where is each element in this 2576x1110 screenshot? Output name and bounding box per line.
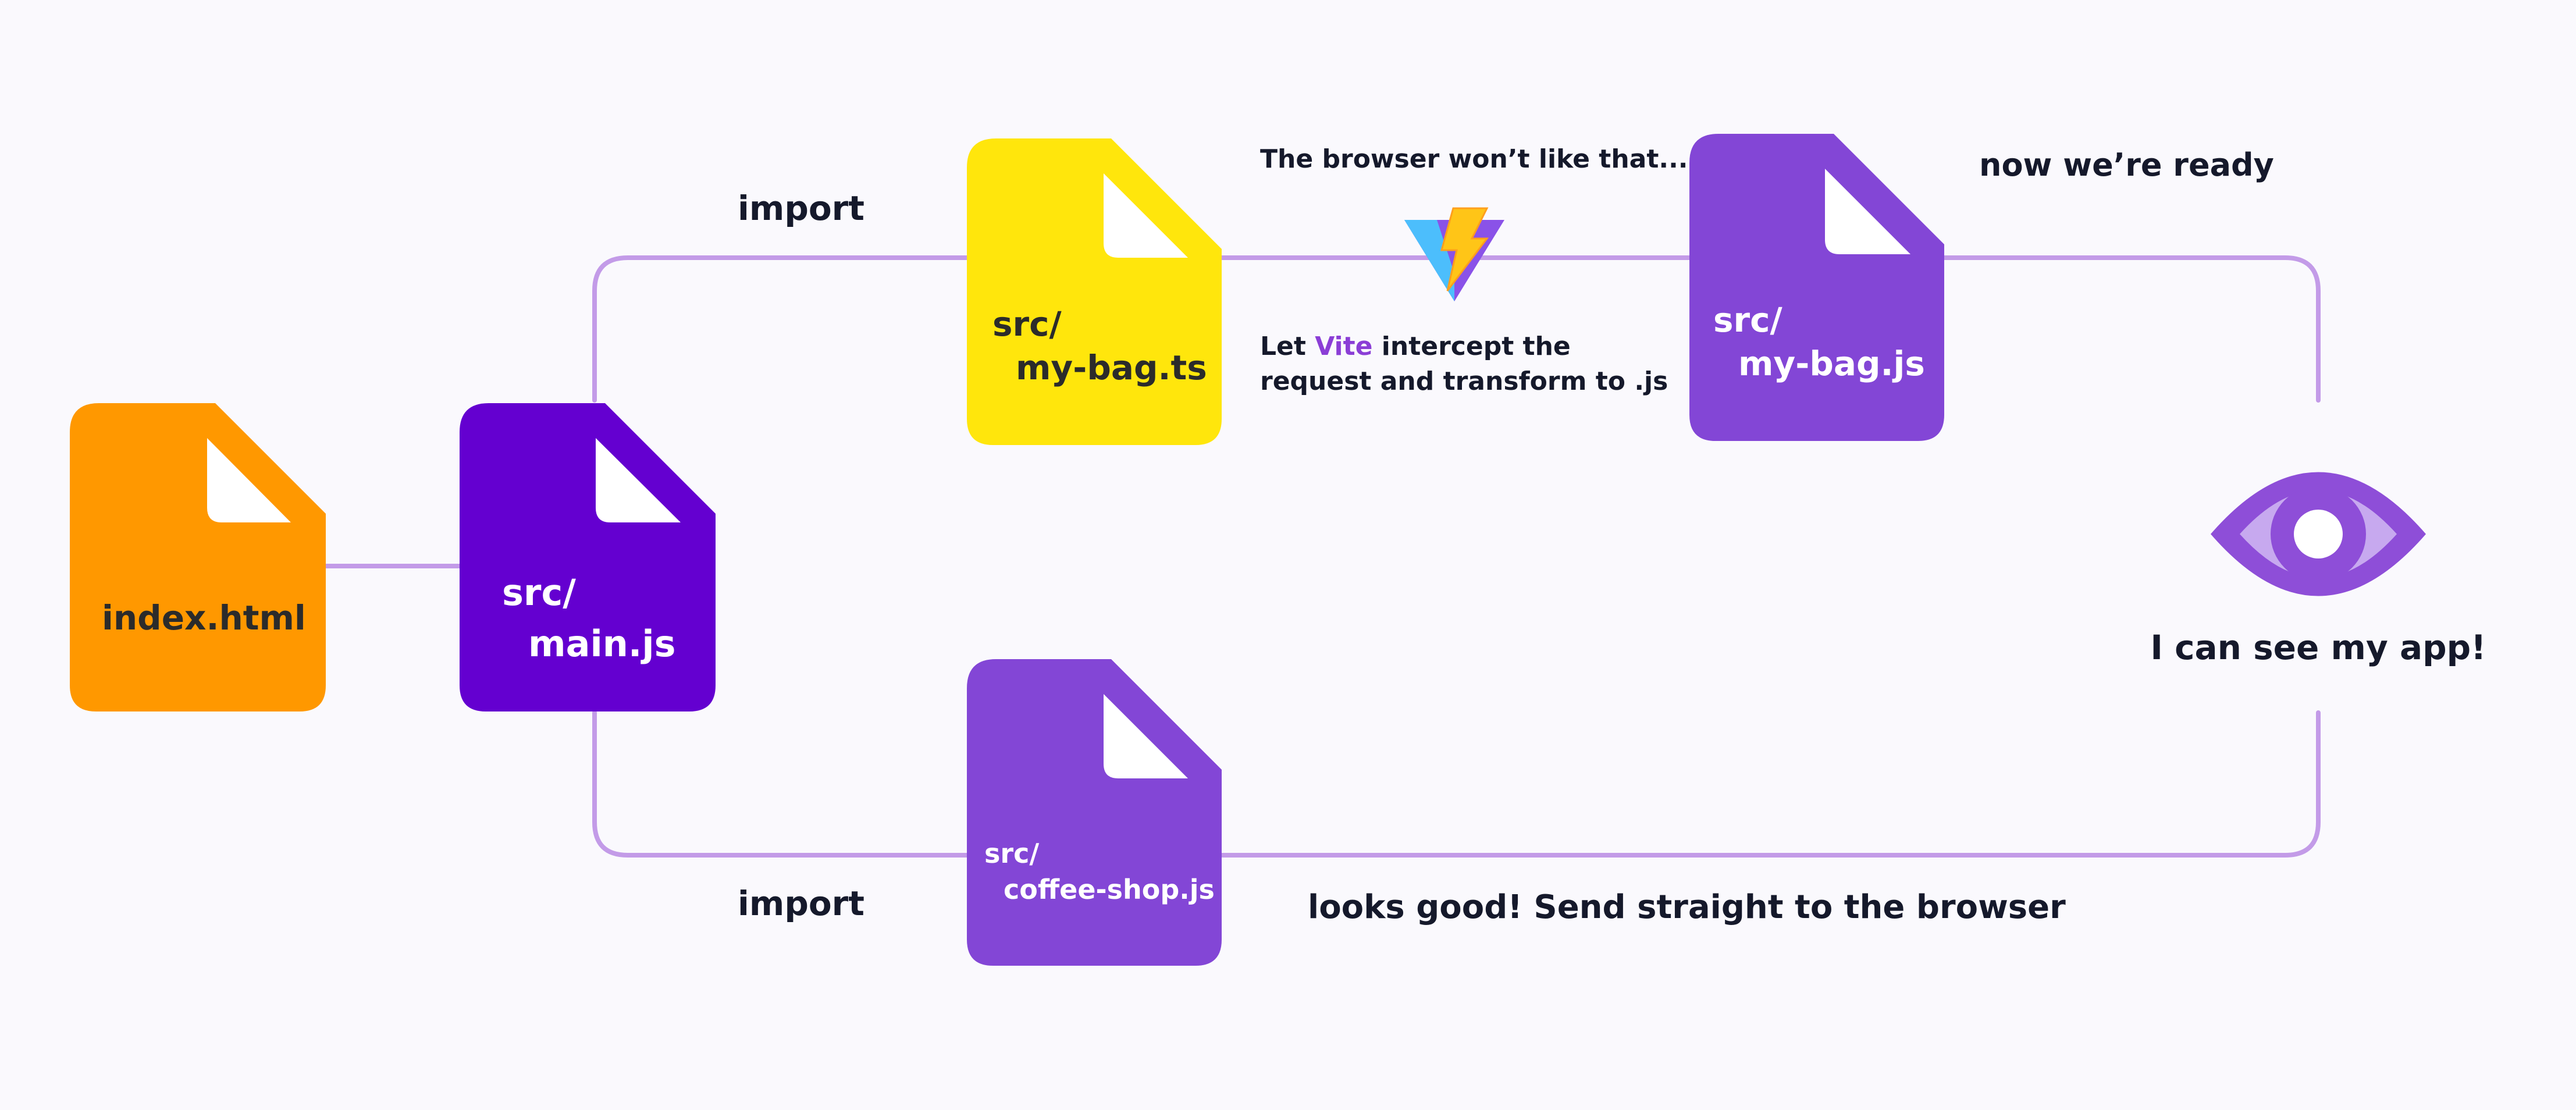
eye-pupil (2294, 510, 2343, 558)
file-main-js: src/ main.js (460, 403, 716, 711)
eye-icon (2211, 472, 2426, 596)
file-my-bag-ts-label-line2: my-bag.ts (1016, 348, 1207, 387)
label-now-ready: now we’re ready (1979, 147, 2274, 183)
label-vite-intercept: Let Vite intercept the (1260, 332, 1571, 361)
label-looks-good: looks good! Send straight to the browser (1308, 888, 2066, 926)
file-coffee-shop-js: src/ coffee-shop.js (967, 659, 1222, 966)
label-see-app: I can see my app! (2150, 628, 2486, 667)
label-import-bottom: import (738, 884, 864, 923)
connector-coffee-to-eye (1219, 710, 2321, 858)
file-my-bag-js-label-line1: src/ (1713, 300, 1783, 340)
connector-main-to-coffee (592, 710, 971, 858)
label-browser-dislike: The browser won’t like that... (1260, 144, 1688, 174)
file-main-js-body (460, 403, 716, 711)
file-coffee-shop-js-label-line1: src/ (984, 838, 1039, 869)
file-fold-icon (1104, 694, 1188, 778)
diagram-labels: import import The browser won’t like tha… (738, 144, 2486, 926)
file-fold-icon (1104, 173, 1188, 258)
file-my-bag-ts-body (967, 138, 1222, 445)
file-index-html-label: index.html (102, 598, 306, 638)
file-my-bag-js-body (1689, 134, 1944, 441)
file-my-bag-js-label-line2: my-bag.js (1738, 344, 1925, 383)
file-coffee-shop-js-label-line2: coffee-shop.js (1004, 874, 1215, 905)
file-my-bag-ts: src/ my-bag.ts (967, 138, 1222, 445)
file-fold-icon (1825, 169, 1910, 254)
connector-main-to-bag-ts (592, 255, 971, 403)
connector-bag-js-to-eye (1942, 255, 2321, 403)
file-main-js-label-line1: src/ (502, 571, 576, 614)
file-fold-icon (207, 438, 291, 522)
vite-logo-triangle-highlight (1404, 220, 1454, 301)
vite-logo-bolt (1440, 207, 1489, 291)
file-coffee-shop-js-body (967, 659, 1222, 966)
vite-logo-icon (1404, 207, 1504, 301)
file-index-html-body (70, 403, 326, 711)
label-vite-intercept-suffix: intercept the (1372, 332, 1570, 361)
file-main-js-label-line2: main.js (528, 622, 676, 665)
label-vite-intercept-line2: request and transform to .js (1260, 367, 1668, 396)
file-my-bag-ts-label-line1: src/ (992, 304, 1062, 344)
label-vite-intercept-prefix: Let (1260, 332, 1315, 361)
file-my-bag-js: src/ my-bag.js (1689, 134, 1944, 441)
label-vite-name: Vite (1315, 332, 1372, 361)
file-fold-icon (596, 438, 681, 522)
label-import-top: import (738, 188, 864, 228)
file-index-html: index.html (70, 403, 326, 711)
